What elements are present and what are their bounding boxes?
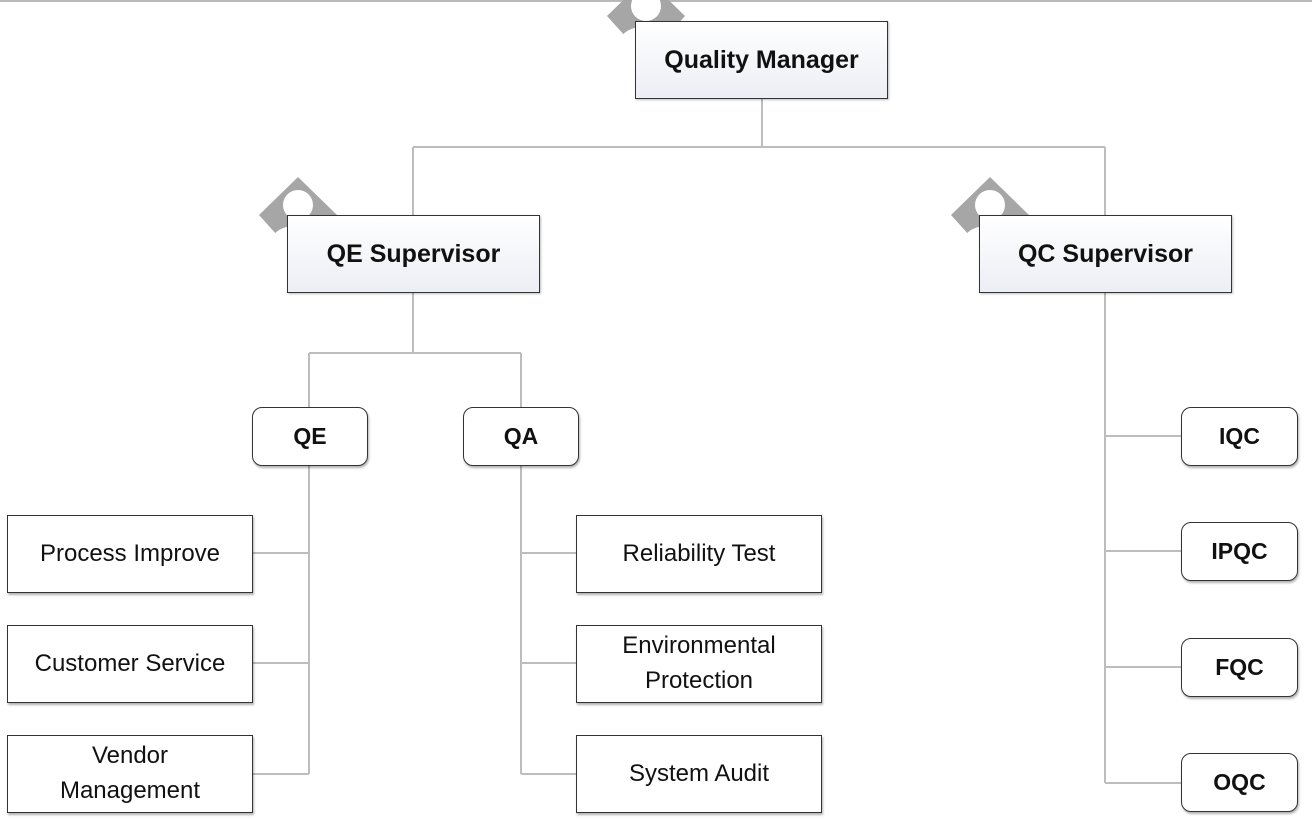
node-line-2: Protection	[644, 667, 754, 694]
qe-supervisor-node: QE Supervisor	[287, 215, 540, 293]
node-title: Quality Manager	[664, 45, 859, 74]
node-title: FQC	[1215, 654, 1264, 680]
qc-unit-node: IQC	[1181, 407, 1298, 466]
node-title: QE Supervisor	[326, 239, 501, 268]
qe-child-node: Vendor Management	[7, 735, 253, 813]
node-line-1: Reliability Test	[622, 539, 776, 567]
qe-node: QE	[252, 407, 368, 466]
qa-child-node: System Audit	[576, 735, 822, 813]
node-line-1: System Audit	[628, 759, 770, 787]
qa-child-node: Environmental Protection	[576, 625, 822, 703]
qa-node: QA	[463, 407, 579, 466]
node-line-1: Process Improve	[39, 539, 221, 567]
node-line-1: Customer Service	[34, 649, 226, 677]
qc-unit-node: IPQC	[1181, 522, 1298, 581]
qc-unit-node: FQC	[1181, 638, 1298, 697]
qe-child-node: Customer Service	[7, 625, 253, 703]
node-title: QE	[293, 423, 327, 449]
qc-unit-node: OQC	[1181, 753, 1298, 812]
qe-child-node: Process Improve	[7, 515, 253, 593]
node-line-1: Vendor	[91, 742, 169, 770]
qc-supervisor-node: QC Supervisor	[979, 215, 1232, 293]
node-title: OQC	[1213, 769, 1266, 795]
qa-child-node: Reliability Test	[576, 515, 822, 593]
node-title: QA	[503, 423, 539, 449]
node-title: IQC	[1219, 423, 1260, 449]
node-title: IPQC	[1211, 538, 1268, 564]
node-line-2: Management	[59, 777, 201, 804]
node-line-1: Environmental	[622, 632, 776, 660]
quality-manager-node: Quality Manager	[635, 21, 888, 99]
node-title: QC Supervisor	[1017, 239, 1194, 268]
